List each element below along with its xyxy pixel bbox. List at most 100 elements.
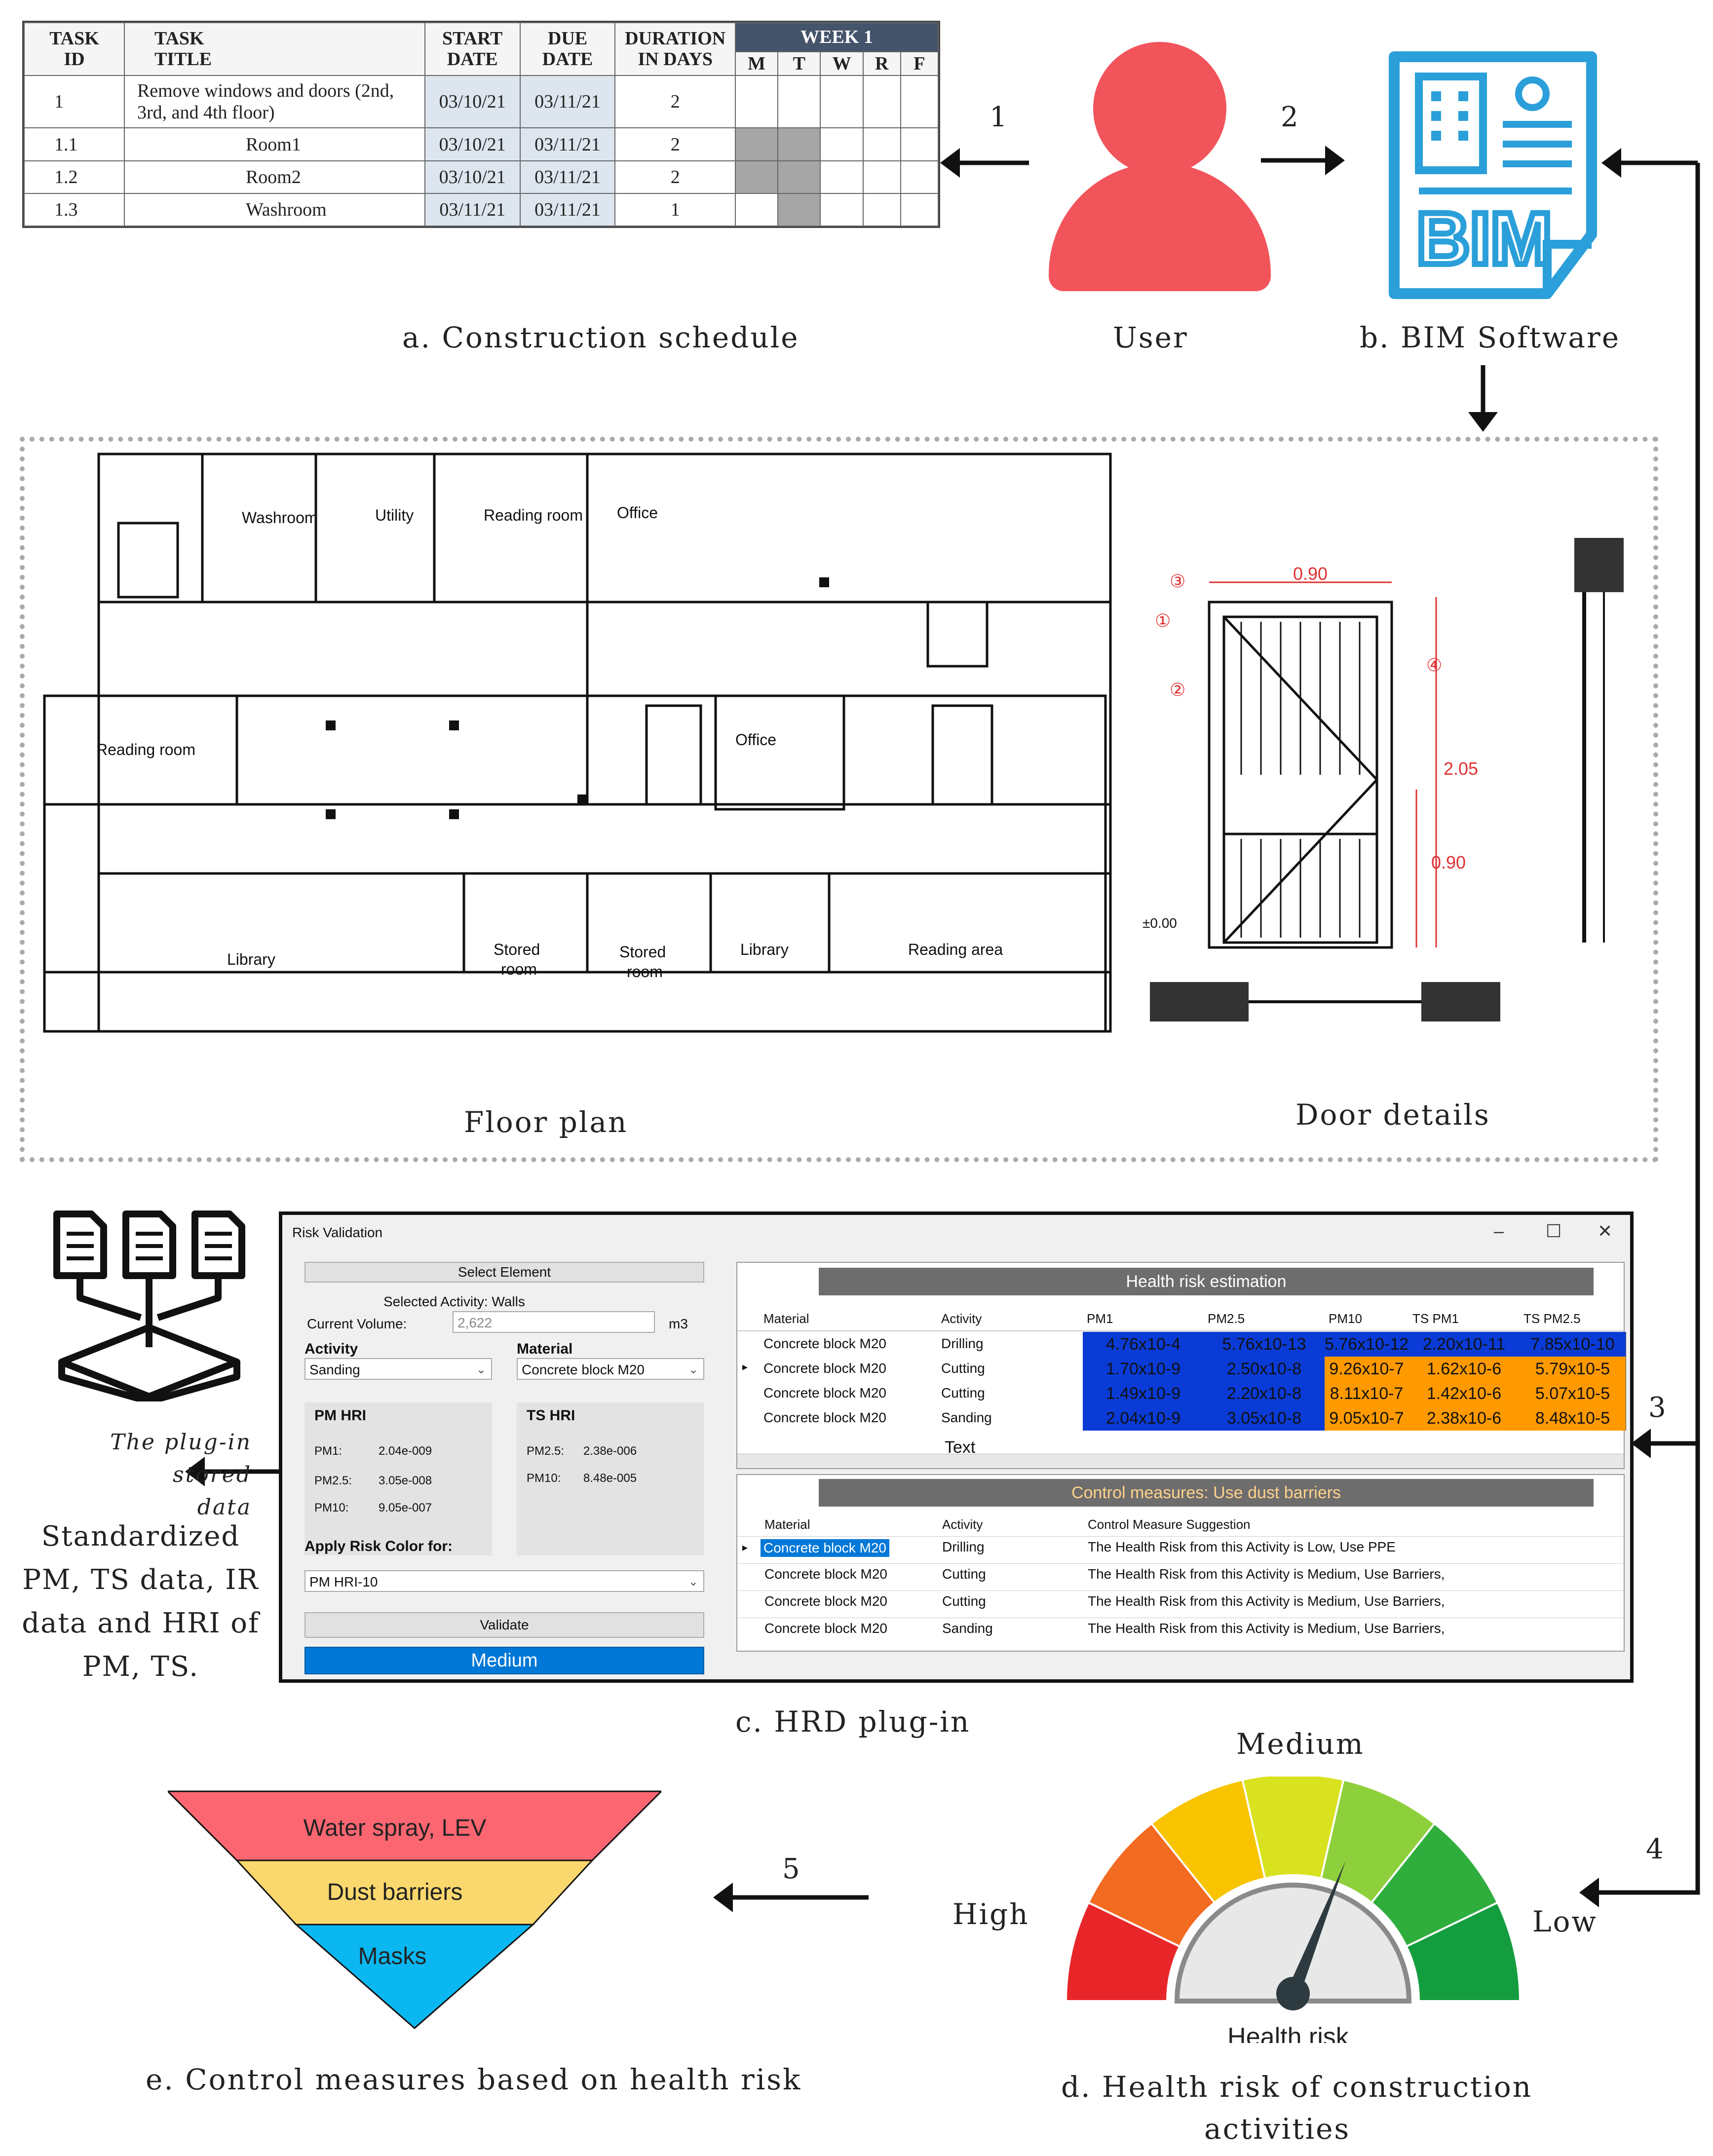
column-header[interactable]: Activity xyxy=(942,1517,983,1532)
column-header[interactable]: PM10 xyxy=(1329,1311,1362,1326)
horizontal-scrollbar[interactable] xyxy=(737,1454,1624,1468)
column-header[interactable]: Activity xyxy=(941,1311,982,1326)
door-details-drawing: 0.90 2.05 0.90 ③ ① ② ④ ±0.00 xyxy=(1142,538,1624,1021)
door-marker: ① xyxy=(1155,610,1171,631)
chevron-down-icon: ⌄ xyxy=(476,1363,486,1376)
grid-cell[interactable]: 5.07x10-5 xyxy=(1520,1381,1626,1406)
bim-model-panel xyxy=(20,437,1658,1162)
grid-cell[interactable]: Concrete block M20 xyxy=(764,1566,888,1582)
grid-cell[interactable]: Concrete block M20 xyxy=(763,1361,887,1376)
validate-button[interactable]: Validate xyxy=(305,1612,704,1638)
control-measures-pyramid: Water spray, LEV Dust barriers Masks xyxy=(168,1790,661,2029)
grid-cell[interactable]: Concrete block M20 xyxy=(764,1593,888,1609)
material-label: Material xyxy=(517,1341,573,1357)
door-marker: ② xyxy=(1170,680,1185,700)
column-header[interactable]: TS PM1 xyxy=(1412,1311,1459,1326)
grid-cell[interactable]: 5.76x10-13 xyxy=(1204,1332,1325,1357)
grid-cell[interactable]: 9.05x10-7 xyxy=(1325,1406,1409,1431)
gauge-low-label: Low xyxy=(1532,1905,1598,1938)
risk-result-badge: Medium xyxy=(305,1647,704,1674)
caption-floor-plan: Floor plan xyxy=(464,1105,628,1139)
grid-cell[interactable]: 2.20x10-8 xyxy=(1204,1381,1325,1406)
caption-door-details: Door details xyxy=(1295,1098,1490,1132)
grid-cell[interactable]: The Health Risk from this Activity is Me… xyxy=(1088,1621,1445,1636)
column-header[interactable]: Material xyxy=(764,1517,810,1532)
stored-data-label: The plug-in stored data xyxy=(110,1430,252,1520)
grid-cell[interactable]: 7.85x10-10 xyxy=(1520,1332,1626,1357)
close-button[interactable]: ✕ xyxy=(1598,1221,1613,1241)
grid-cell[interactable]: Drilling xyxy=(941,1336,984,1351)
grid-cell[interactable]: 2.04x10-9 xyxy=(1083,1406,1204,1431)
grid-cell[interactable]: 2.50x10-8 xyxy=(1204,1357,1325,1381)
grid-cell[interactable]: 8.11x10-7 xyxy=(1325,1381,1409,1406)
risk-color-select[interactable]: PM HRI-10⌄ xyxy=(305,1570,704,1592)
room-label: Reading room xyxy=(96,741,195,758)
header-week: WEEK 1 xyxy=(734,22,939,52)
grid-cell[interactable]: 1.70x10-9 xyxy=(1083,1357,1204,1381)
caption-control: e. Control measures based on health risk xyxy=(146,2063,802,2096)
door-marker: ③ xyxy=(1170,571,1185,591)
grid-cell[interactable]: 1.49x10-9 xyxy=(1083,1381,1204,1406)
step-5-label: 5 xyxy=(782,1853,800,1885)
room-label: room xyxy=(627,963,663,981)
grid-cell[interactable]: 8.48x10-5 xyxy=(1520,1406,1626,1431)
current-volume-field[interactable]: 2,622 xyxy=(453,1311,655,1333)
health-risk-grid: Health risk estimation Material Activity P… xyxy=(736,1262,1626,1469)
column-header[interactable]: Control Measure Suggestion xyxy=(1088,1517,1251,1532)
risk-validation-window: Risk Validation – ☐ ✕ Select Element Sel… xyxy=(279,1211,1634,1683)
grid-cell[interactable]: 4.76x10-4 xyxy=(1083,1332,1204,1357)
room-label: Washroom xyxy=(242,509,318,527)
grid-cell[interactable]: Concrete block M20 xyxy=(764,1621,888,1636)
header-day: R xyxy=(862,51,901,76)
grid-cell[interactable]: Concrete block M20 xyxy=(763,1385,887,1400)
grid-cell[interactable]: 5.76x10-12 xyxy=(1325,1332,1409,1357)
grid-cell[interactable]: Sanding xyxy=(941,1410,992,1425)
door-width-label: 0.90 xyxy=(1293,564,1328,584)
column-header[interactable]: Material xyxy=(763,1311,809,1326)
grid-cell[interactable]: Concrete block M20 xyxy=(763,1336,887,1351)
grid-cell[interactable]: 5.79x10-5 xyxy=(1520,1357,1626,1381)
grid-cell[interactable]: Concrete block M20 xyxy=(763,1410,887,1425)
grid-cell[interactable]: The Health Risk from this Activity is Me… xyxy=(1088,1566,1445,1582)
minimize-button[interactable]: – xyxy=(1494,1221,1504,1241)
pm-hri-panel: PM HRI PM1: 2.04e-009 PM2.5: 3.05e-008 P… xyxy=(305,1402,492,1555)
column-header[interactable]: TS PM2.5 xyxy=(1523,1311,1581,1326)
door-height-label: 2.05 xyxy=(1444,758,1478,779)
column-header[interactable]: PM1 xyxy=(1087,1311,1113,1326)
grid-cell[interactable]: Cutting xyxy=(941,1361,985,1376)
grid-cell[interactable]: 2.38x10-6 xyxy=(1408,1406,1520,1431)
scroll-text: Text xyxy=(945,1438,976,1457)
grid-cell[interactable]: 2.20x10-11 xyxy=(1408,1332,1520,1357)
grid-cell[interactable]: Concrete block M20 xyxy=(761,1539,890,1557)
grid-cell[interactable]: Sanding xyxy=(942,1621,993,1636)
maximize-button[interactable]: ☐ xyxy=(1546,1221,1562,1241)
pyramid-label: Masks xyxy=(358,1943,427,1969)
room-label: Reading room xyxy=(484,506,583,524)
grid-cell[interactable]: Cutting xyxy=(941,1385,985,1400)
grid-cell[interactable]: Drilling xyxy=(942,1539,985,1554)
grid-cell[interactable]: The Health Risk from this Activity is Me… xyxy=(1088,1593,1445,1609)
material-select[interactable]: Concrete block M20⌄ xyxy=(517,1358,704,1380)
grid-cell[interactable]: 1.62x10-6 xyxy=(1408,1357,1520,1381)
header-day: T xyxy=(777,51,821,76)
chevron-down-icon: ⌄ xyxy=(688,1575,698,1589)
health-risk-title: Health risk estimation xyxy=(819,1268,1594,1295)
grid-cell[interactable]: 1.42x10-6 xyxy=(1408,1381,1520,1406)
step-1-label: 1 xyxy=(990,101,1007,133)
grid-cell[interactable]: Cutting xyxy=(942,1566,986,1582)
grid-cell[interactable]: 9.26x10-7 xyxy=(1325,1357,1409,1381)
select-element-button[interactable]: Select Element xyxy=(305,1262,704,1283)
activity-label: Activity xyxy=(305,1341,358,1357)
grid-cell[interactable]: 3.05x10-8 xyxy=(1204,1406,1325,1431)
room-label: Library xyxy=(227,950,275,968)
grid-cell[interactable]: The Health Risk from this Activity is Lo… xyxy=(1088,1539,1396,1554)
activity-select[interactable]: Sanding⌄ xyxy=(305,1358,492,1380)
window-title: Risk Validation xyxy=(292,1225,383,1240)
column-header[interactable]: PM2.5 xyxy=(1208,1311,1245,1326)
door-marker: ④ xyxy=(1426,655,1442,675)
pyramid-level-masks xyxy=(294,1924,535,2029)
grid-cell[interactable]: Cutting xyxy=(942,1593,986,1609)
room-label: Office xyxy=(735,731,776,749)
